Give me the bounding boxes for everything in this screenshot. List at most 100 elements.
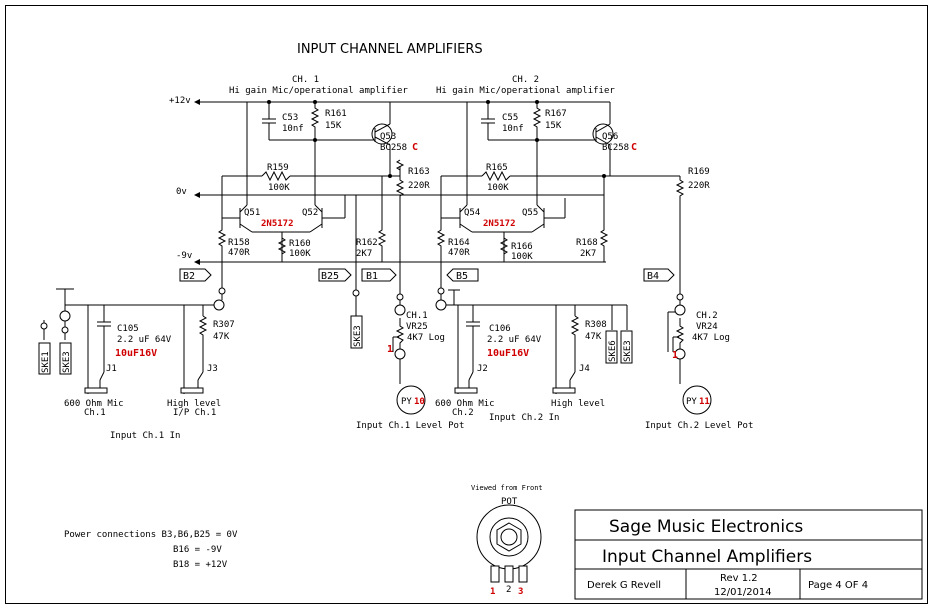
svg-text:B2: B2 (183, 271, 195, 282)
ch2-mic-label-2: Ch.2 (452, 408, 474, 418)
ch2-r166-value: 100K (511, 252, 533, 262)
pot-detail-label: POT (501, 497, 518, 507)
pot-detail (476, 504, 542, 583)
ch2-jack-line: J4 (579, 364, 590, 374)
ch2-r167-label: R167 (545, 109, 567, 119)
svg-text:SKE3: SKE3 (623, 340, 633, 362)
ch2-ske-connectors: SKE6 SKE3 (608, 340, 633, 362)
svg-text:SKE3: SKE3 (62, 351, 72, 373)
ch1-r163-value: 220R (408, 181, 430, 191)
bus-b2: B2 (179, 268, 212, 282)
ch1-r307-label: R307 (213, 320, 235, 330)
ch2-py-prefix: PY (686, 397, 697, 407)
ch2-q56-label: Q56 (602, 132, 618, 142)
ch2-pot-pin: 1 (672, 350, 678, 361)
ch1-r163-label: R163 (408, 167, 430, 177)
ch2-pot-value: 4K7 Log (692, 333, 730, 343)
rail-neg (194, 259, 606, 265)
ch2-r169-label: R169 (688, 167, 710, 177)
ch1-r159-label: R159 (267, 163, 289, 173)
ch2-r167-value: 15K (545, 121, 562, 131)
ch1-py-prefix: PY (401, 397, 412, 407)
ch1-r161-value: 15K (325, 121, 342, 131)
ch1-r162-label: R162 (356, 238, 378, 248)
sheet-title: INPUT CHANNEL AMPLIFIERS (297, 42, 483, 57)
ch1-line-label-2: I/P Ch.1 (173, 408, 216, 418)
ch1-amplifier (217, 102, 405, 290)
pot-detail-caption: Viewed from Front (471, 484, 543, 492)
ch2-input-network (435, 285, 633, 394)
ch2-py-num: 11 (699, 397, 710, 407)
title-block-drawing: Input Channel Amplifiers (602, 547, 812, 567)
title-block-date: 12/01/2014 (714, 587, 772, 598)
svg-text:SKE6: SKE6 (608, 340, 618, 362)
svg-text:B1: B1 (366, 271, 378, 282)
svg-text:B5: B5 (456, 271, 468, 282)
ch1-jack-mic: J1 (106, 364, 117, 374)
ch1-c53-value: 10nf (282, 124, 304, 134)
bus-b4: B4 (643, 268, 675, 282)
pot-pin-1: 1 (490, 587, 495, 597)
ch2-input-caption: Input Ch.2 In (489, 413, 559, 423)
ch1-r159-value: 100K (268, 183, 290, 193)
ch1-line-label-1: High level (167, 399, 221, 409)
ch2-jack-mic: J2 (477, 364, 488, 374)
title-block-page: Page 4 OF 4 (808, 580, 868, 591)
title-block-rev: Rev 1.2 (720, 573, 758, 584)
ch1-r162-value: 2K7 (356, 249, 372, 259)
ch1-ske-connectors: SKE1 SKE3 SKE3 (41, 325, 363, 373)
ch2-q56-suffix: C (631, 142, 637, 153)
ch1-mic-label-2: Ch.1 (84, 408, 106, 418)
ch1-py-num: 10 (414, 397, 425, 407)
ch2-c106-label: C106 (489, 324, 511, 334)
ch1-r160-value: 100K (289, 249, 311, 259)
ch1-input-network (38, 285, 363, 394)
ch2-pot-label: VR24 (696, 322, 718, 332)
ch2-r168-value: 2K7 (580, 249, 596, 259)
ch1-jack-line: J3 (207, 364, 218, 374)
ch2-q55-label: Q55 (522, 208, 538, 218)
ch1-level-pot (392, 290, 426, 415)
ch1-r158-label: R158 (228, 238, 250, 248)
ch1-heading: CH. 1 (292, 75, 319, 85)
ch1-r307-value: 47K (213, 332, 230, 342)
ch1-subheading: Hi gain Mic/operational amplifier (229, 86, 408, 96)
ch1-q53-type: BC258 (380, 143, 407, 153)
ch2-amplifier (436, 101, 685, 290)
ch2-r308-label: R308 (585, 320, 607, 330)
ch1-q51-label: Q51 (244, 208, 260, 218)
ch2-r165-value: 100K (487, 183, 509, 193)
ch2-r164-value: 470R (448, 248, 470, 258)
ch1-r158-value: 470R (228, 248, 250, 258)
ch2-c106-note: 10uF16V (487, 348, 529, 359)
svg-text:SKE1: SKE1 (41, 351, 51, 373)
rail-pos-label: +12v (169, 96, 191, 106)
ch2-subheading: Hi gain Mic/operational amplifier (436, 86, 615, 96)
ch1-pot-caption: Input Ch.1 Level Pot (356, 421, 464, 431)
pot-pin-3: 3 (518, 587, 523, 597)
ch1-input-caption: Input Ch.1 In (110, 431, 180, 441)
pot-pin-2: 2 (506, 585, 511, 595)
ch1-pot-value: 4K7 Log (407, 333, 445, 343)
ch2-r308-value: 47K (585, 332, 602, 342)
ch2-mic-label-1: 600 Ohm Mic (435, 399, 495, 409)
bus-b5: B5 (446, 268, 479, 282)
ch1-c105-note: 10uF16V (115, 348, 157, 359)
bus-b1: B1 (361, 268, 397, 282)
ch1-q52-label: Q52 (302, 208, 318, 218)
ch1-pot-ch: CH.1 (406, 311, 428, 321)
ch1-c105-value: 2.2 uF 64V (117, 335, 172, 345)
bus-b25: B25 (318, 268, 352, 282)
svg-text:B4: B4 (647, 271, 659, 282)
ch2-c55-value: 10nf (502, 124, 524, 134)
ch2-r168-label: R168 (576, 238, 598, 248)
ch2-r169-value: 220R (688, 181, 710, 191)
rail-zero (194, 192, 604, 198)
title-block-company: Sage Music Electronics (609, 517, 803, 537)
ch2-q54-label: Q54 (464, 208, 480, 218)
rail-pos (194, 99, 606, 105)
power-line-2: B16 = -9V (173, 545, 222, 555)
ch2-r164-label: R164 (448, 238, 470, 248)
sheet-border (5, 5, 928, 604)
